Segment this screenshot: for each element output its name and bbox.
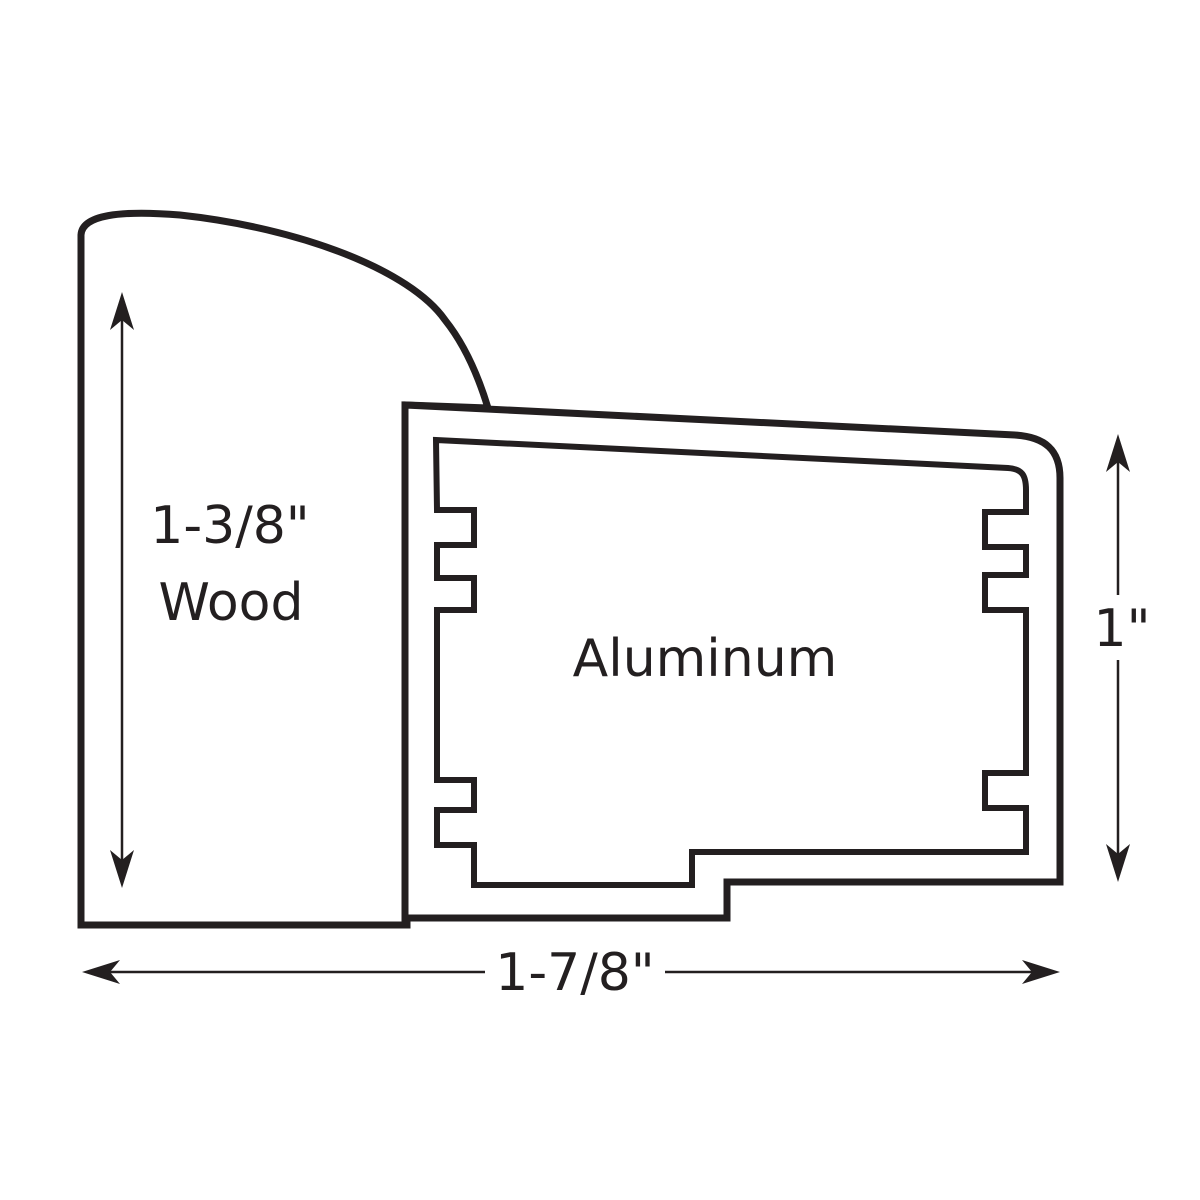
wood-dimension-label: 1-3/8": [150, 496, 309, 556]
aluminum-height-dimension-arrow: [1106, 434, 1130, 882]
aluminum-inner-channel: [432, 436, 1029, 888]
height-dimension-label: 1": [1093, 599, 1150, 659]
wood-height-dimension-arrow: [110, 292, 134, 888]
total-width-dimension-arrow: [82, 960, 1060, 984]
wood-material-label: Wood: [158, 573, 303, 633]
width-dimension-label: 1-7/8": [495, 943, 654, 1003]
wood-profile: [77, 209, 493, 929]
aluminum-material-label: Aluminum: [573, 629, 838, 689]
